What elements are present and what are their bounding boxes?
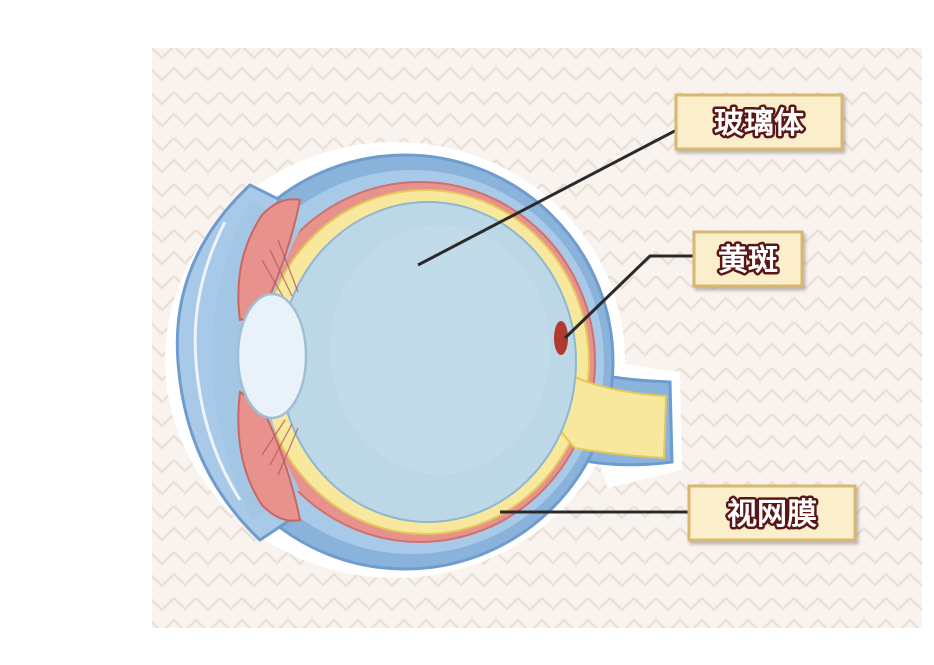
label-macula-text: 黄斑	[718, 243, 778, 278]
lens	[236, 292, 308, 420]
label-retina-text: 视网膜	[727, 497, 817, 532]
macula-spot	[554, 321, 568, 355]
macula-leader-line	[563, 254, 700, 340]
eyeball	[165, 142, 682, 578]
label-retina: 视网膜	[687, 484, 857, 542]
label-vitreous: 玻璃体	[674, 93, 844, 151]
vitreous-leader-line	[417, 121, 691, 267]
label-vitreous-text: 玻璃体	[714, 106, 805, 141]
label-macula: 黄斑	[692, 230, 804, 288]
